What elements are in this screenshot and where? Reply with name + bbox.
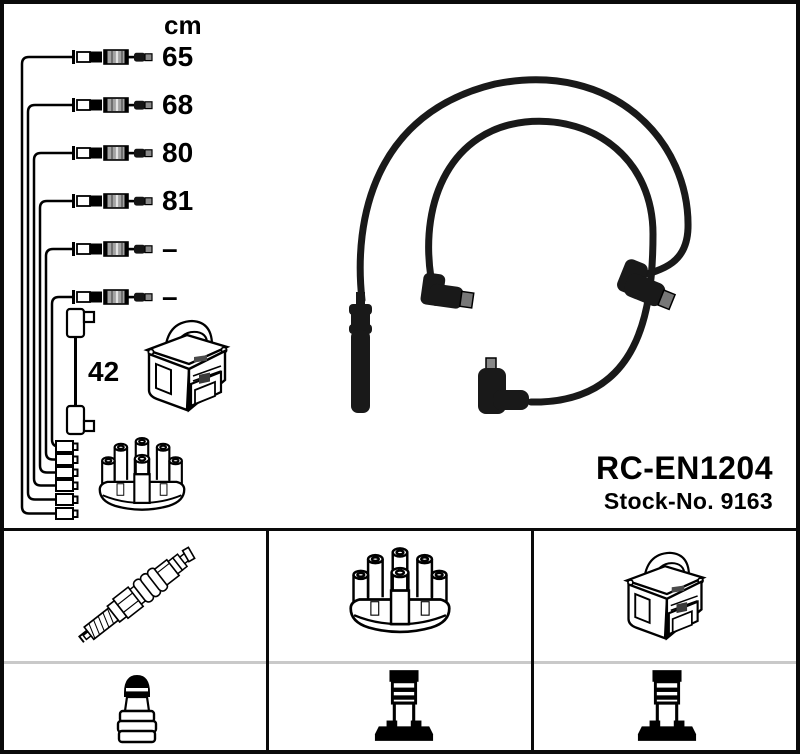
ignition-coil-icon xyxy=(145,319,229,412)
terminal-post-icon xyxy=(636,668,698,743)
product-id-block: RC-EN1204 Stock-No. 9163 xyxy=(596,450,773,515)
legend-grid-divider-vertical-1 xyxy=(266,528,269,750)
cable-routing-lines xyxy=(20,55,96,520)
part-number: RC-EN1204 xyxy=(595,450,773,486)
elbow-boot-left xyxy=(420,272,475,309)
cable-length-label: – xyxy=(162,281,178,312)
distributor-cap-icon xyxy=(98,436,186,511)
coil-cable-length-label: 42 xyxy=(88,356,120,387)
cable-length-label: 81 xyxy=(162,185,194,216)
cable-length-label: 65 xyxy=(162,41,194,72)
terminal-nut-icon xyxy=(116,673,158,744)
straight-boot xyxy=(349,292,372,413)
coil-cable-icon xyxy=(65,307,96,436)
ignition-cable-set-image xyxy=(349,76,692,414)
stock-number: Stock-No. 9163 xyxy=(603,487,773,514)
elbow-boot-right xyxy=(617,259,677,311)
cable-connector-icon xyxy=(71,288,153,306)
cable-length-label: – xyxy=(162,233,178,264)
cable-connector-icon xyxy=(71,240,153,258)
unit-header-label: cm xyxy=(164,10,202,40)
legend-grid-top-border xyxy=(0,528,800,531)
legend-grid-divider-vertical-2 xyxy=(531,528,534,750)
distributor-cap-icon xyxy=(349,547,451,634)
cable-connector-icon xyxy=(71,192,153,210)
legend-grid-divider-horizontal xyxy=(4,661,796,664)
elbow-boot-bottom xyxy=(478,357,529,414)
cable-length-label: 80 xyxy=(162,137,194,168)
cable-connector-icon xyxy=(71,96,153,114)
cable-connector-icon xyxy=(71,144,153,162)
terminal-post-icon xyxy=(373,668,435,743)
cable-connector-icon xyxy=(71,48,153,66)
ignition-coil-icon xyxy=(625,551,705,640)
cable-length-label: 68 xyxy=(162,89,194,120)
spark-plug-icon xyxy=(72,541,202,651)
